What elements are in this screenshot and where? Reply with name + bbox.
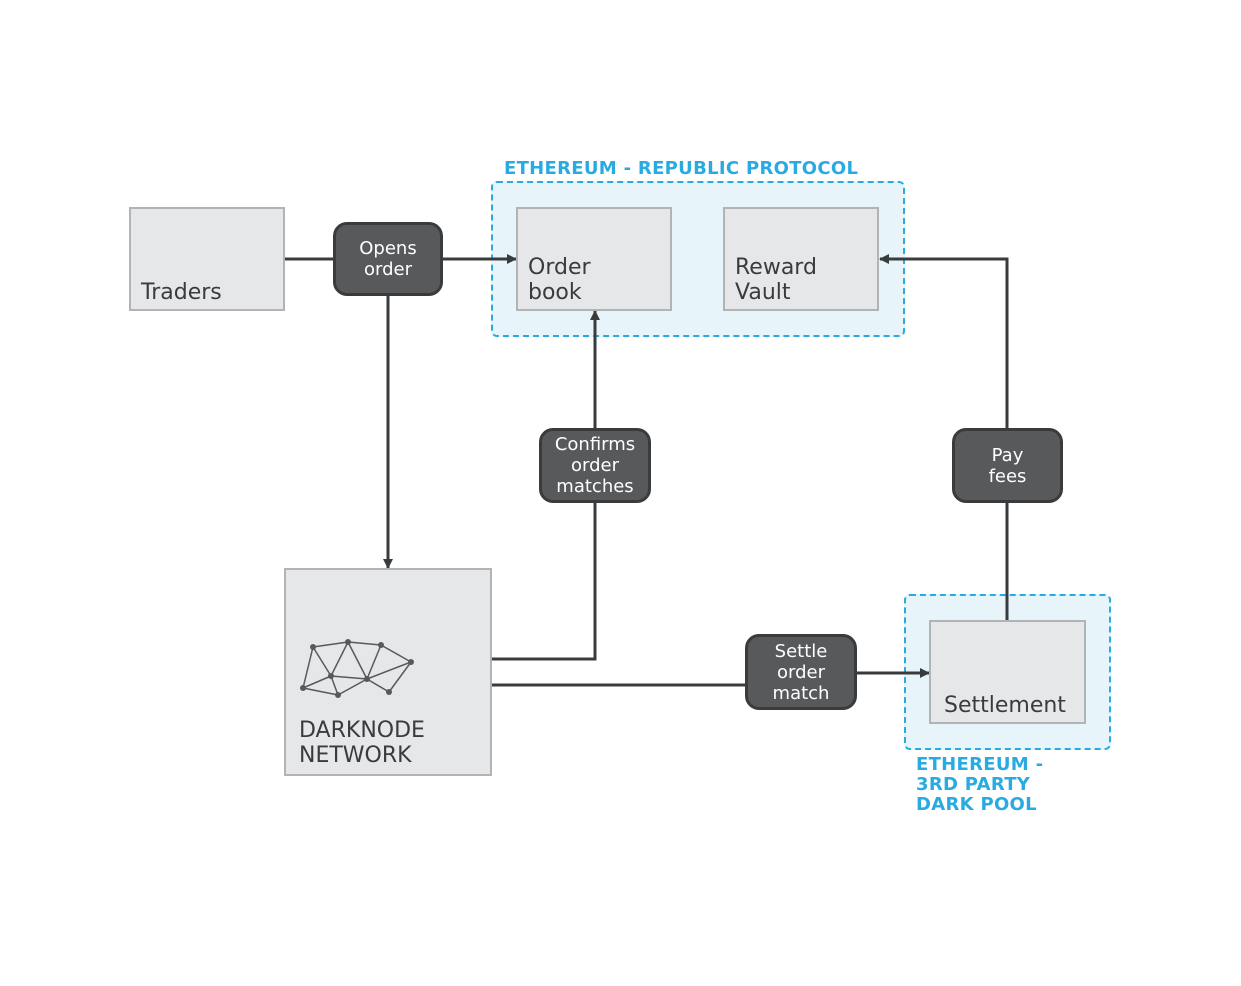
network-graph-icon — [300, 639, 414, 698]
region-republic-protocol-label: ETHEREUM - REPUBLIC PROTOCOL — [504, 158, 859, 179]
action-settle-order-match: Settle order match — [745, 634, 857, 710]
action-pay-fees-label: Pay fees — [988, 444, 1027, 487]
action-opens-order-label: Opens order — [359, 238, 417, 280]
node-reward-vault-label: Reward Vault — [735, 255, 817, 305]
node-darknode-network: DARKNODE NETWORK — [284, 568, 492, 776]
action-confirms-order-matches-label: Confirms order matches — [554, 434, 636, 497]
action-settle-order-match-label: Settle order match — [772, 640, 830, 704]
node-reward-vault: Reward Vault — [723, 207, 879, 311]
node-order-book-label: Order book — [528, 255, 591, 305]
node-order-book: Order book — [516, 207, 672, 311]
node-traders-label: Traders — [141, 280, 222, 305]
action-opens-order: Opens order — [333, 222, 443, 296]
node-traders: Traders — [129, 207, 285, 311]
region-dark-pool-label: ETHEREUM - 3RD PARTY DARK POOL — [916, 754, 1044, 815]
node-darknode-network-label: DARKNODE NETWORK — [299, 718, 425, 768]
action-pay-fees: Pay fees — [952, 428, 1063, 503]
edge-darknode-to-confirms — [492, 502, 597, 661]
node-settlement: Settlement — [929, 620, 1086, 724]
action-confirms-order-matches: Confirms order matches — [539, 428, 651, 503]
edge-pay-fees-to-reward-vault — [879, 254, 1009, 430]
node-settlement-label: Settlement — [944, 693, 1066, 718]
